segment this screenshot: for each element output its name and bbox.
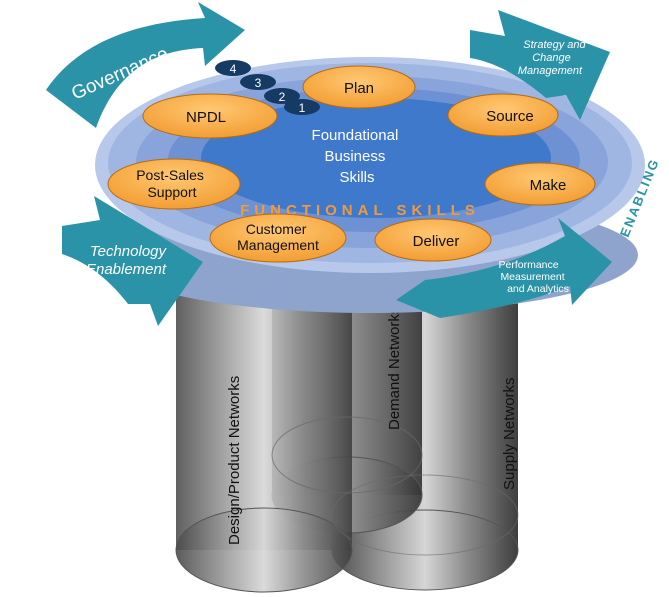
svg-text:Strategy and Change: Strategy and Change Management: [518, 39, 589, 77]
svg-text:NPDL: NPDL: [186, 109, 226, 126]
svg-text:Source: Source: [486, 108, 534, 125]
design-networks-label: Design/Product Networks: [226, 376, 243, 545]
svg-text:Customer Management: Customer Management: [237, 221, 319, 253]
svg-text:Deliver: Deliver: [413, 233, 460, 250]
level-badge-2: 2: [264, 88, 300, 104]
svg-text:Plan: Plan: [344, 80, 374, 97]
svg-text:Technology Enablement: Technology Enablement: [86, 243, 170, 278]
svg-text:2: 2: [279, 90, 286, 104]
level-badges: 1 2 3 4: [215, 60, 320, 115]
functional-skill-ovals: Plan Source Make Deliver Customer Manage…: [107, 65, 596, 263]
skill-deliver: Deliver: [374, 218, 492, 262]
level-badge-1: 1: [284, 99, 320, 115]
strategy-arrow: Strategy and Change Management: [470, 10, 610, 120]
skill-post-sales-support: Post-Sales Support: [107, 158, 241, 210]
skill-plan: Plan: [302, 65, 416, 109]
svg-text:4: 4: [230, 62, 237, 76]
core-label: Foundational Business Skills: [312, 127, 403, 186]
demand-networks-label: Demand Networks: [386, 307, 403, 430]
skill-make: Make: [484, 162, 596, 206]
level-badge-3: 3: [240, 74, 276, 90]
enabling-arrows: Governance Strategy and Change Managemen…: [46, 2, 612, 326]
skill-source: Source: [447, 93, 559, 137]
technology-arrow: Technology Enablement: [62, 196, 203, 326]
svg-text:Performance Measuremen: Performance Measurement and Analytics: [498, 259, 568, 295]
svg-text:Make: Make: [530, 177, 567, 194]
svg-text:Post-Sales Support: Post-Sales Support: [136, 167, 208, 200]
level-badge-4: 4: [215, 60, 251, 76]
skill-customer-management: Customer Management: [209, 213, 347, 263]
svg-text:1: 1: [299, 101, 306, 115]
svg-text:3: 3: [255, 76, 262, 90]
supply-networks-label: Supply Networks: [501, 377, 518, 490]
performance-arrow: Performance Measurement and Analytics: [396, 218, 612, 318]
skill-npdl: NPDL: [142, 93, 278, 139]
